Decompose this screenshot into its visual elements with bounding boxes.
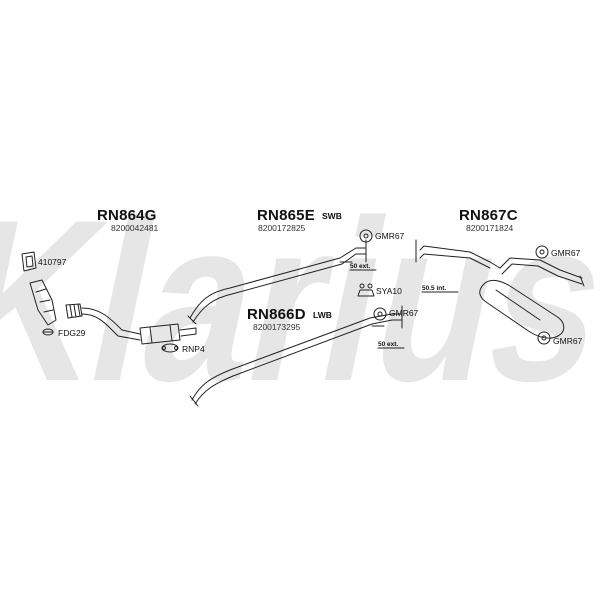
label-410797: 410797: [38, 257, 67, 267]
oe-number-rn867c: 8200171824: [466, 223, 514, 233]
clamp-sya10-drawing: [357, 289, 375, 297]
oe-number-rn866d: 8200173295: [253, 322, 301, 332]
oe-number-rn864g: 8200042481: [111, 223, 159, 233]
rubber-gmr67-c-drawing: [535, 245, 549, 259]
note-ext-lwb: 50 ext.: [378, 341, 399, 348]
front-pipe-catalyst: [21, 251, 197, 353]
swb-pipe: [187, 229, 375, 325]
part-code-rn865e: RN865E: [257, 207, 315, 224]
label-gmr67-d: GMR67: [553, 336, 583, 346]
rubber-rnp4-drawing: [161, 343, 179, 353]
part-code-rn864g: RN864G: [97, 207, 157, 224]
label-gmr67-a: GMR67: [375, 231, 405, 241]
oe-number-rn865e: 8200172825: [258, 223, 306, 233]
tag-swb: SWB: [322, 211, 342, 221]
tag-lwb: LWB: [313, 310, 332, 320]
label-sya10: SYA10: [376, 286, 402, 296]
note-int-rear: 50.5 int.: [422, 285, 447, 292]
rubber-gmr67-d-drawing: [537, 331, 551, 345]
rubber-gmr67-a-drawing: [359, 229, 373, 243]
part-code-rn867c: RN867C: [459, 207, 518, 224]
label-rnp4: RNP4: [182, 344, 205, 354]
label-gmr67-c: GMR67: [551, 248, 581, 258]
watermark-text: Klarius: [0, 172, 600, 425]
rear-silencer: [415, 239, 585, 345]
rubber-gmr67-b-drawing: [373, 307, 387, 321]
lwb-pipe: [189, 305, 403, 407]
note-ext-swb: 50 ext.: [350, 263, 371, 270]
gasket-410797-drawing: [21, 251, 37, 272]
label-fdg29: FDG29: [58, 328, 86, 338]
label-gmr67-b: GMR67: [389, 308, 419, 318]
klarius-watermark: Klarius: [0, 172, 600, 425]
part-code-rn866d: RN866D: [247, 306, 306, 323]
